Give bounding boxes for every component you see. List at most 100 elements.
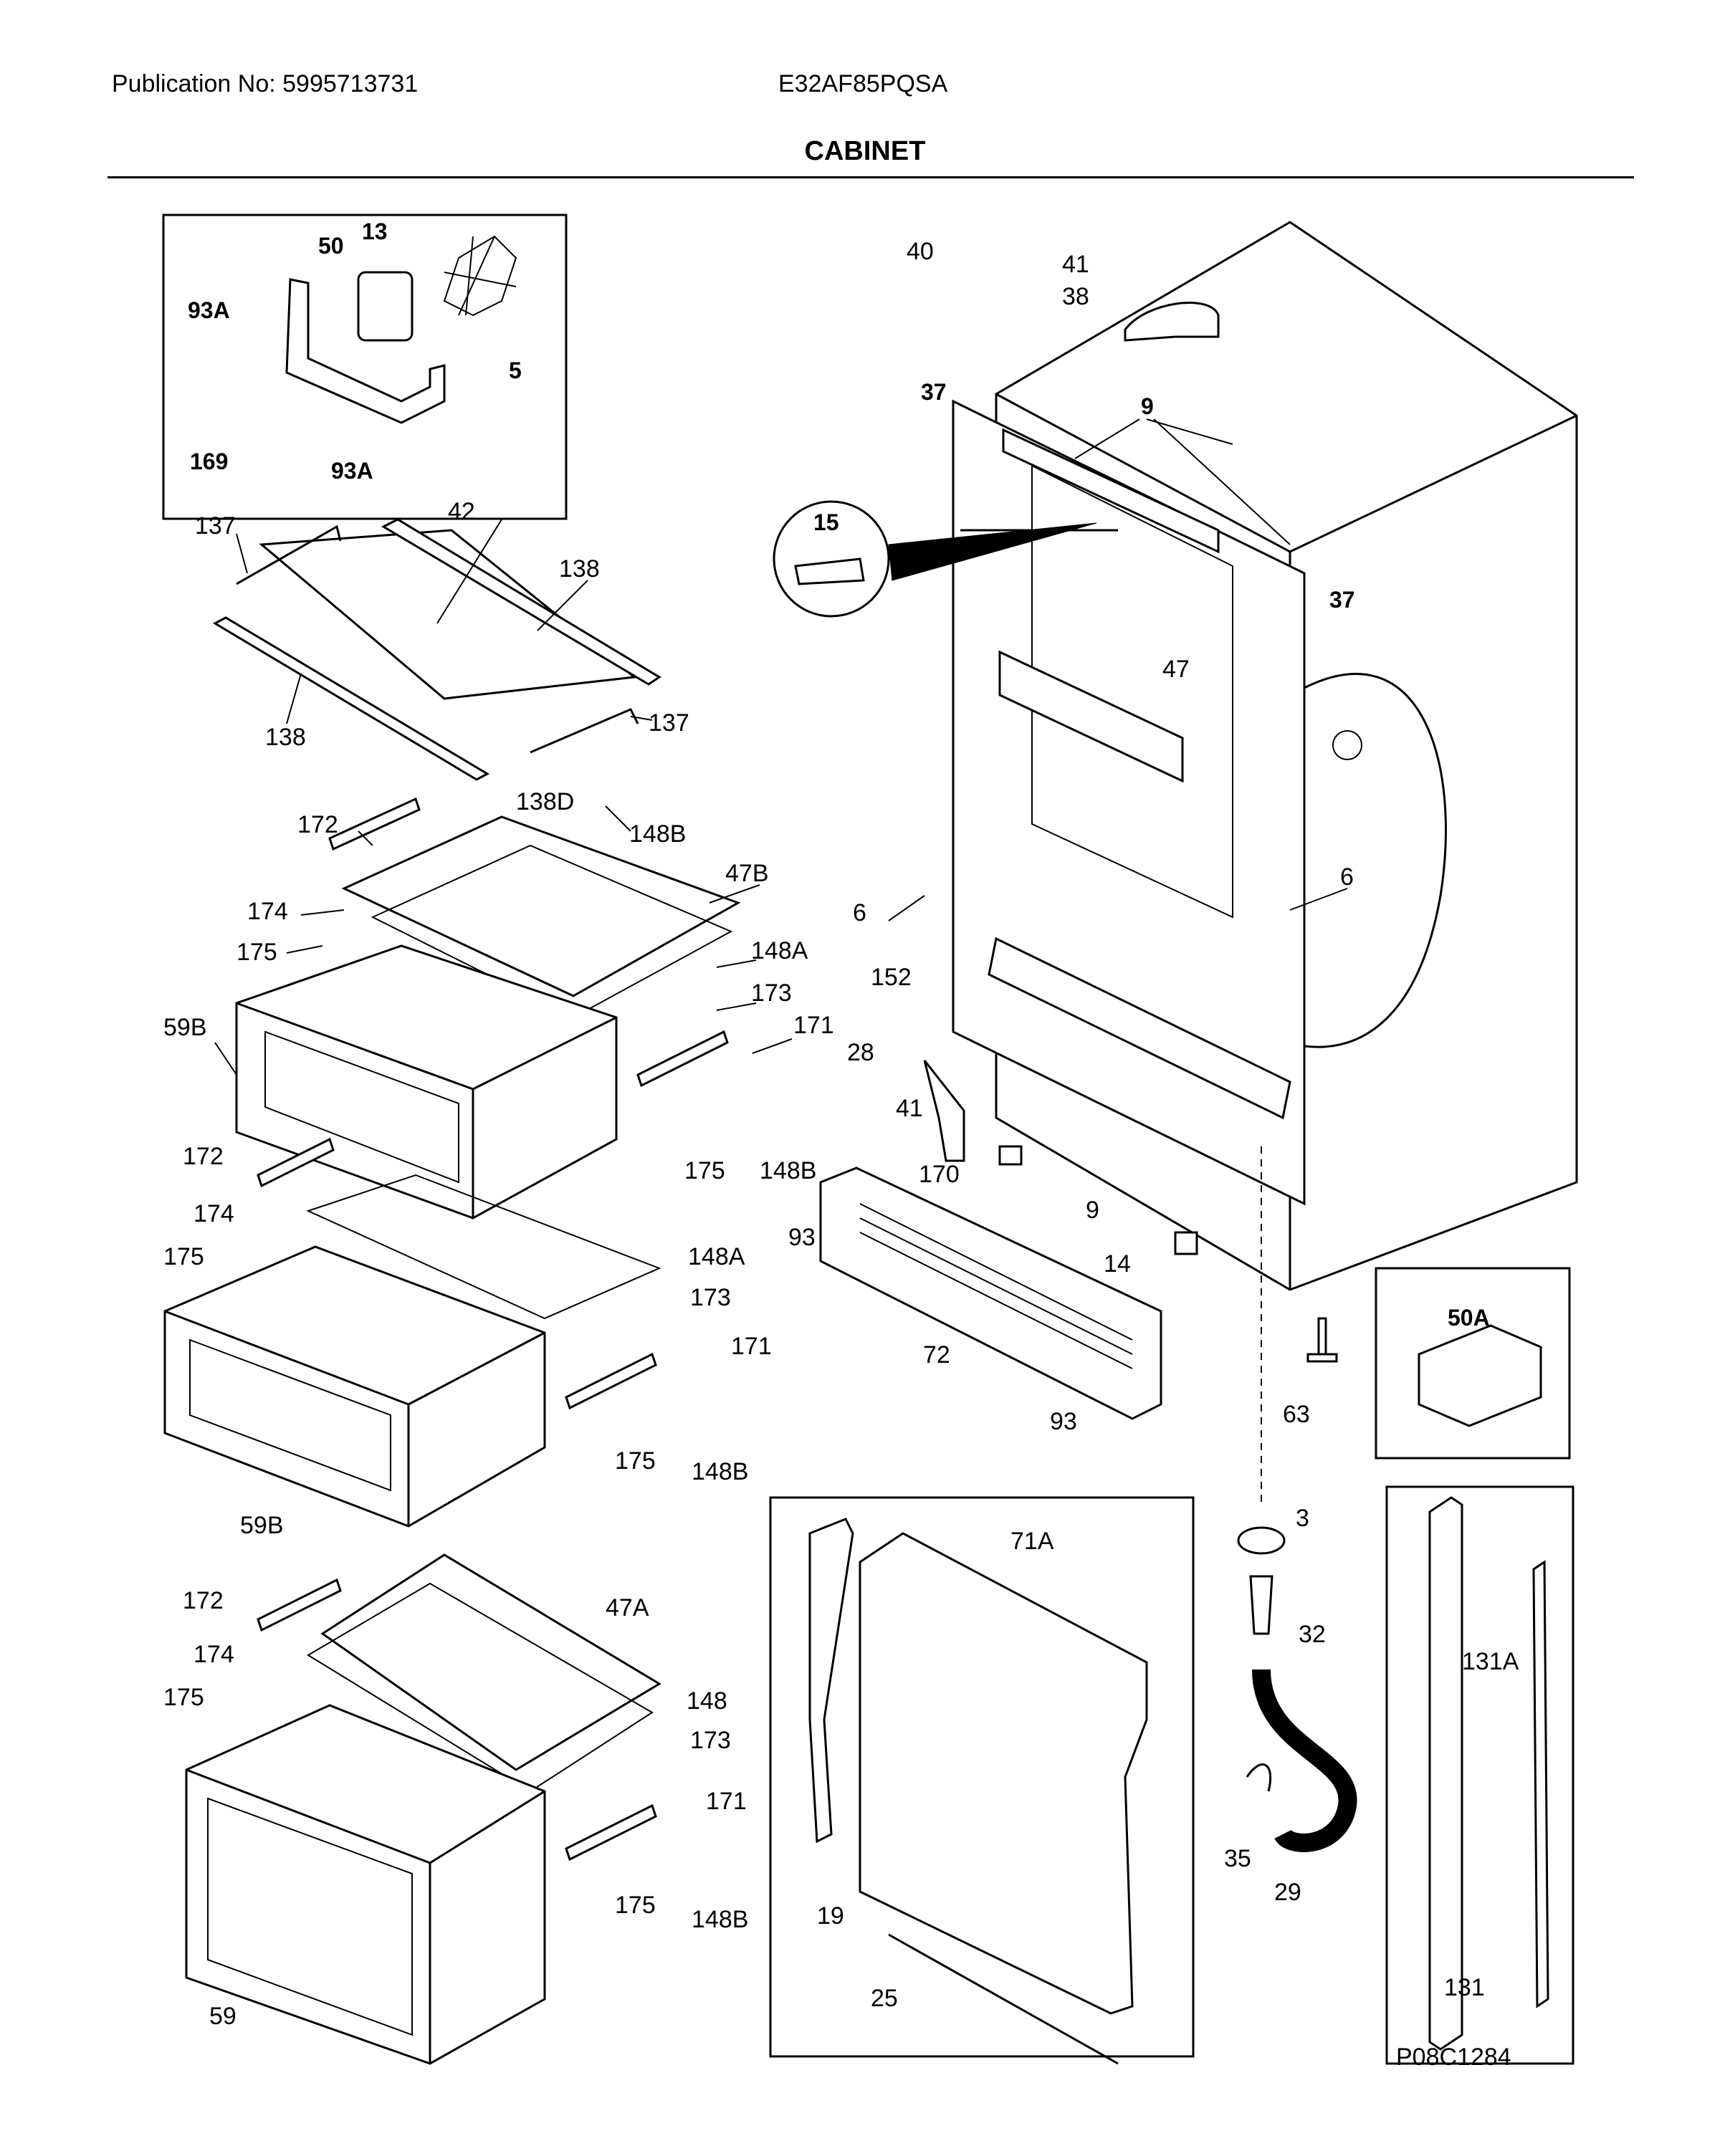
callout-175-3: 175	[163, 1243, 204, 1270]
hinge-28	[923, 1060, 965, 1162]
callout-19: 19	[817, 1902, 844, 1930]
fan-inset-frame	[162, 214, 568, 520]
glass-shelf-group	[212, 518, 661, 781]
drain-pan-inset	[769, 1496, 1195, 2065]
rail-172-bottom	[257, 1578, 342, 1632]
callout-173-3: 173	[690, 1727, 731, 1754]
callout-37-2: 37	[1329, 587, 1355, 613]
callout-174: 174	[247, 898, 288, 925]
control-board-50A	[1418, 1324, 1542, 1427]
callout-38: 38	[1062, 283, 1089, 310]
basket-handle-bottom	[207, 1797, 413, 2036]
shelf-standard-inset	[1385, 1485, 1574, 2065]
callout-28: 28	[847, 1039, 874, 1066]
basket-handle-lower	[189, 1338, 391, 1492]
fan-blade	[443, 235, 517, 317]
callout-174-2: 174	[193, 1200, 234, 1227]
callout-72: 72	[923, 1341, 950, 1369]
callout-9-2: 9	[1086, 1197, 1099, 1224]
callout-171-2: 171	[731, 1333, 772, 1360]
callout-13: 13	[362, 219, 388, 244]
leveler-63	[1306, 1317, 1338, 1363]
callout-169: 169	[190, 449, 228, 474]
callout-29: 29	[1274, 1879, 1301, 1906]
leader-lines	[214, 418, 1348, 1075]
callout-152: 152	[871, 964, 912, 991]
callout-42: 42	[448, 498, 475, 525]
detail-circle-15	[773, 500, 890, 618]
callout-170: 170	[919, 1161, 960, 1188]
callout-47A: 47A	[606, 1594, 649, 1621]
callout-148B-4: 148B	[692, 1906, 748, 1933]
title-divider	[107, 176, 1634, 178]
callout-93-2: 93	[1050, 1408, 1077, 1435]
callout-6-2: 6	[1340, 863, 1354, 891]
callout-175-2: 175	[684, 1157, 725, 1184]
callout-3: 3	[1296, 1505, 1309, 1532]
switch-14	[1174, 1231, 1198, 1255]
callout-175: 175	[236, 939, 277, 966]
drain-pan-25	[888, 1933, 1119, 2065]
callout-137: 137	[195, 512, 236, 540]
callout-93A: 93A	[188, 297, 230, 323]
cover-47B	[341, 815, 741, 997]
vent-47	[998, 650, 1184, 783]
fan-bracket	[285, 278, 446, 424]
publication-number: Publication No: 5995713731	[112, 70, 419, 97]
callout-5: 5	[509, 358, 522, 383]
cabinet-body	[773, 221, 1578, 1291]
drain-tube-32	[1249, 1575, 1273, 1635]
callout-174-3: 174	[193, 1641, 234, 1668]
callout-93: 93	[788, 1224, 816, 1251]
bottom-gasket-9	[988, 936, 1291, 1120]
rail-172-upper	[328, 797, 421, 851]
callout-171: 171	[793, 1012, 834, 1039]
callout-148B-2: 148B	[760, 1157, 816, 1184]
shelf-bracket-left	[236, 524, 342, 585]
page-title: CABINET	[804, 136, 926, 166]
callout-172: 172	[297, 811, 338, 838]
clip-15	[794, 557, 865, 585]
callout-148A: 148A	[751, 937, 808, 964]
drain-pan-71A	[859, 1532, 1148, 2015]
callout-172-3: 172	[183, 1587, 224, 1614]
callout-71A: 71A	[1010, 1528, 1054, 1555]
callout-59B-2: 59B	[240, 1512, 284, 1539]
condenser-fan-shroud	[1303, 673, 1447, 1048]
callout-41: 41	[1062, 251, 1089, 278]
bottom-basket-group	[185, 1553, 661, 2065]
shelf-trim-front	[212, 616, 490, 781]
rail-172-middle	[257, 1137, 335, 1188]
switch-170	[998, 1145, 1023, 1166]
kick-plate-group	[819, 1060, 1262, 1505]
diagram-code: P08C1284	[1396, 2044, 1511, 2071]
callout-175-6: 175	[615, 1892, 656, 1919]
top-hinge-cover-40	[1124, 302, 1220, 342]
callout-138D: 138D	[516, 788, 574, 815]
fan-motor	[357, 271, 414, 342]
rail-173-middle	[565, 1352, 657, 1410]
callout-25: 25	[871, 1985, 898, 2012]
callout-175-5: 175	[163, 1684, 204, 1711]
callout-59B: 59B	[163, 1014, 207, 1041]
callout-15: 15	[813, 509, 839, 535]
callout-148B: 148B	[629, 820, 686, 848]
standard-inset-frame	[1385, 1485, 1574, 2065]
basket-59B-lower	[163, 1245, 546, 1528]
shelf-trim-back	[381, 518, 661, 686]
drain-cap-3	[1237, 1526, 1286, 1555]
frame-148A-lower	[306, 1174, 661, 1320]
shelf-bracket-right	[530, 708, 639, 754]
callout-131: 131	[1444, 1974, 1485, 2001]
callout-50A: 50A	[1448, 1305, 1490, 1331]
callout-6: 6	[853, 899, 866, 926]
basket-handle-upper	[264, 1030, 459, 1184]
frame-148	[307, 1582, 654, 1793]
cover-47A	[320, 1553, 661, 1771]
fan-motor-inset	[162, 214, 568, 520]
callout-138-2: 138	[265, 724, 306, 751]
drain-inset-frame	[769, 1496, 1195, 2058]
callout-148B-3: 148B	[692, 1458, 748, 1485]
control-inset	[1375, 1267, 1571, 1460]
callout-173: 173	[751, 979, 792, 1007]
